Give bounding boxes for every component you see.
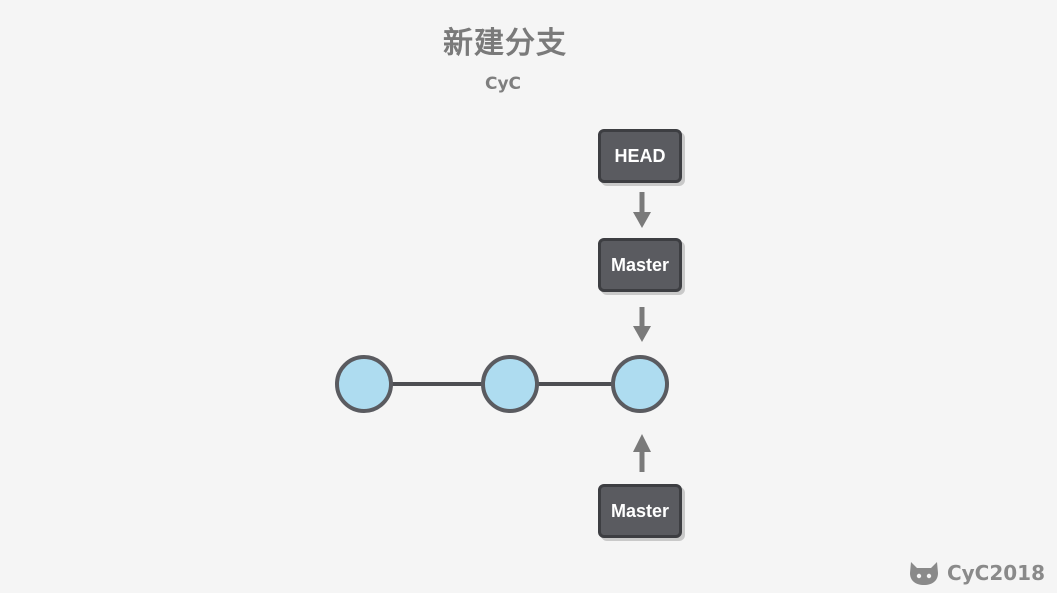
commit-node-2 — [481, 355, 539, 413]
diagram-subtitle: CyC — [484, 74, 522, 94]
arrow-new-master-to-commit — [633, 434, 651, 472]
diagram-title: 新建分支 — [443, 26, 567, 61]
head-pointer-box: HEAD — [598, 129, 682, 183]
watermark: CyC2018 — [907, 559, 1045, 587]
arrow-head-to-master — [633, 192, 651, 228]
watermark-text: CyC2018 — [946, 561, 1045, 585]
master-branch-box: Master — [598, 238, 682, 292]
arrow-master-to-commit — [633, 307, 651, 342]
new-branch-box: Master — [598, 484, 682, 538]
commit-node-1 — [335, 355, 393, 413]
github-octocat-icon — [909, 562, 938, 585]
commit-node-3 — [611, 355, 669, 413]
